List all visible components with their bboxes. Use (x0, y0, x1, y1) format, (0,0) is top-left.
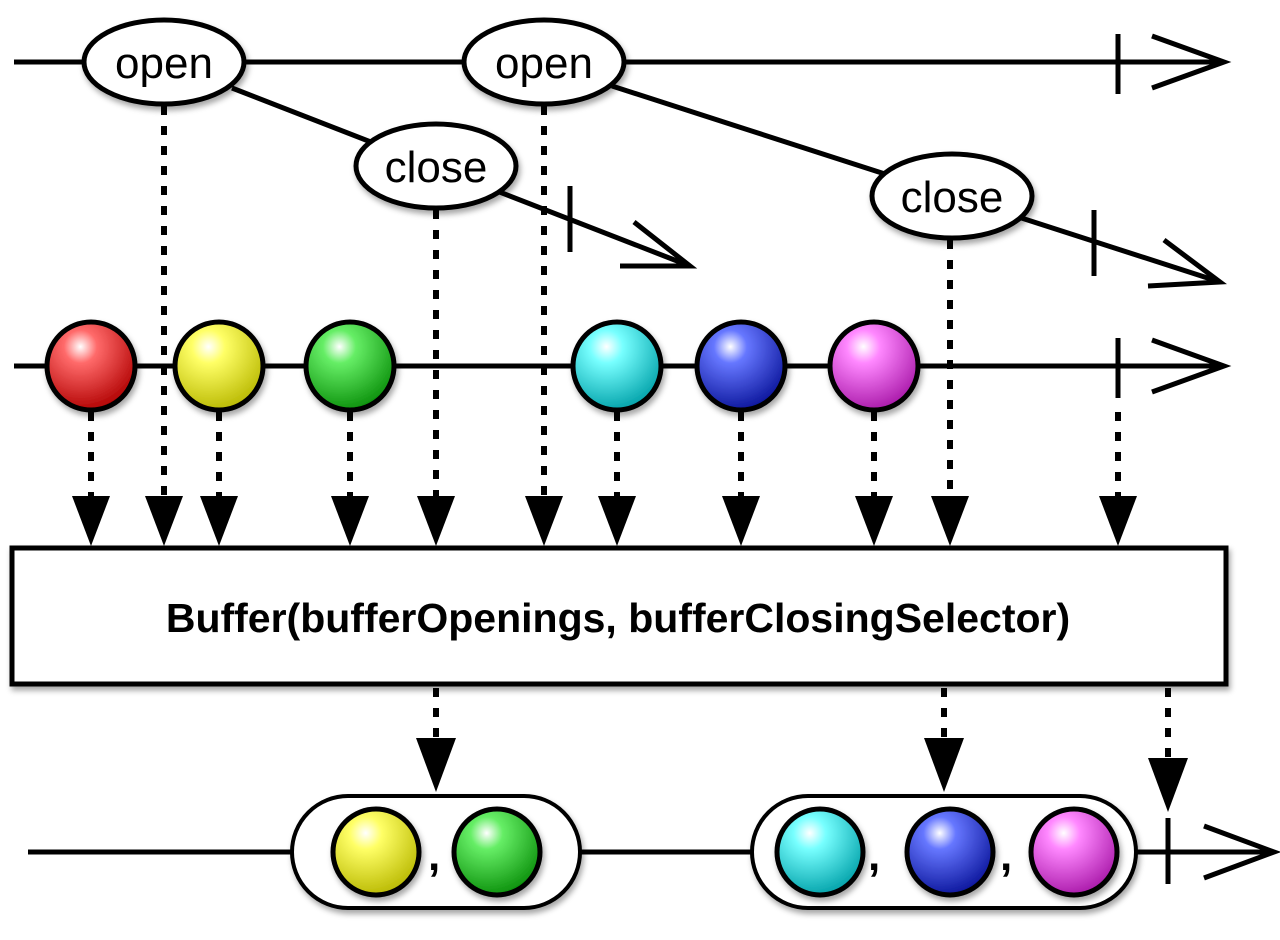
arrowhead-yellow (200, 496, 238, 546)
buffer-2-separator-1: , (868, 831, 880, 880)
buffer-2-marble-blue (904, 806, 996, 898)
buffer-2-marble-cyan (774, 806, 866, 898)
arrowhead-blue (722, 496, 760, 546)
open-event-1-label: open (115, 39, 213, 88)
closing-2-arrowhead (1147, 238, 1227, 289)
arrowhead-cyan (598, 496, 636, 546)
output-arrowhead (1203, 823, 1280, 881)
arrowhead-open-1 (145, 496, 183, 546)
output-timeline: , , , (28, 794, 1280, 910)
buffer-2-separator-2: , (1000, 831, 1012, 880)
arrowhead-magenta (855, 496, 893, 546)
close-event-1: close (353, 121, 519, 211)
output-arrowhead-1 (416, 738, 456, 792)
marble-magenta (827, 319, 921, 413)
source-timeline (14, 319, 1232, 413)
output-arrowhead-complete (1148, 758, 1188, 812)
openings-arrowhead (1151, 33, 1232, 91)
input-connectors (88, 106, 1121, 500)
close-event-1-ellipse (353, 121, 519, 211)
buffer-1-marble-green (451, 806, 543, 898)
marble-green (303, 319, 397, 413)
operator-rect (9, 545, 1229, 687)
arrowhead-complete (1099, 496, 1137, 546)
operator-box: Buffer(bufferOpenings, bufferClosingSele… (9, 545, 1229, 687)
buffer-2: , , (750, 794, 1138, 910)
arrowhead-open-2 (525, 496, 563, 546)
input-arrowheads (72, 496, 1137, 546)
marble-red (44, 319, 138, 413)
marble-yellow (172, 319, 266, 413)
close-event-2-ellipse (869, 151, 1035, 241)
arrowhead-close-1 (417, 496, 455, 546)
buffer-2-marble-magenta (1028, 806, 1120, 898)
operator-label: Buffer(bufferOpenings, bufferClosingSele… (166, 595, 1070, 641)
close-event-2-label: close (901, 173, 1004, 222)
buffer-1-separator: , (428, 831, 440, 880)
arrowhead-close-2 (931, 496, 969, 546)
buffer-1: , (290, 794, 582, 910)
close-event-2: close (869, 151, 1035, 241)
open-event-2-ellipse (461, 17, 627, 107)
close-event-1-label: close (385, 143, 488, 192)
open-event-2-label: open (495, 39, 593, 88)
closing-1-arrowhead (620, 220, 698, 269)
output-arrowhead-2 (924, 738, 964, 792)
output-connectors (433, 688, 1171, 764)
open-event-1-ellipse (81, 17, 247, 107)
open-event-1: open (81, 17, 247, 107)
buffer-1-marble-yellow (330, 806, 422, 898)
source-arrowhead (1151, 337, 1232, 395)
arrowhead-red (72, 496, 110, 546)
output-arrowheads (416, 738, 1188, 812)
marble-blue (694, 319, 788, 413)
open-event-2: open (461, 17, 627, 107)
arrowhead-green (331, 496, 369, 546)
marble-cyan (570, 319, 664, 413)
